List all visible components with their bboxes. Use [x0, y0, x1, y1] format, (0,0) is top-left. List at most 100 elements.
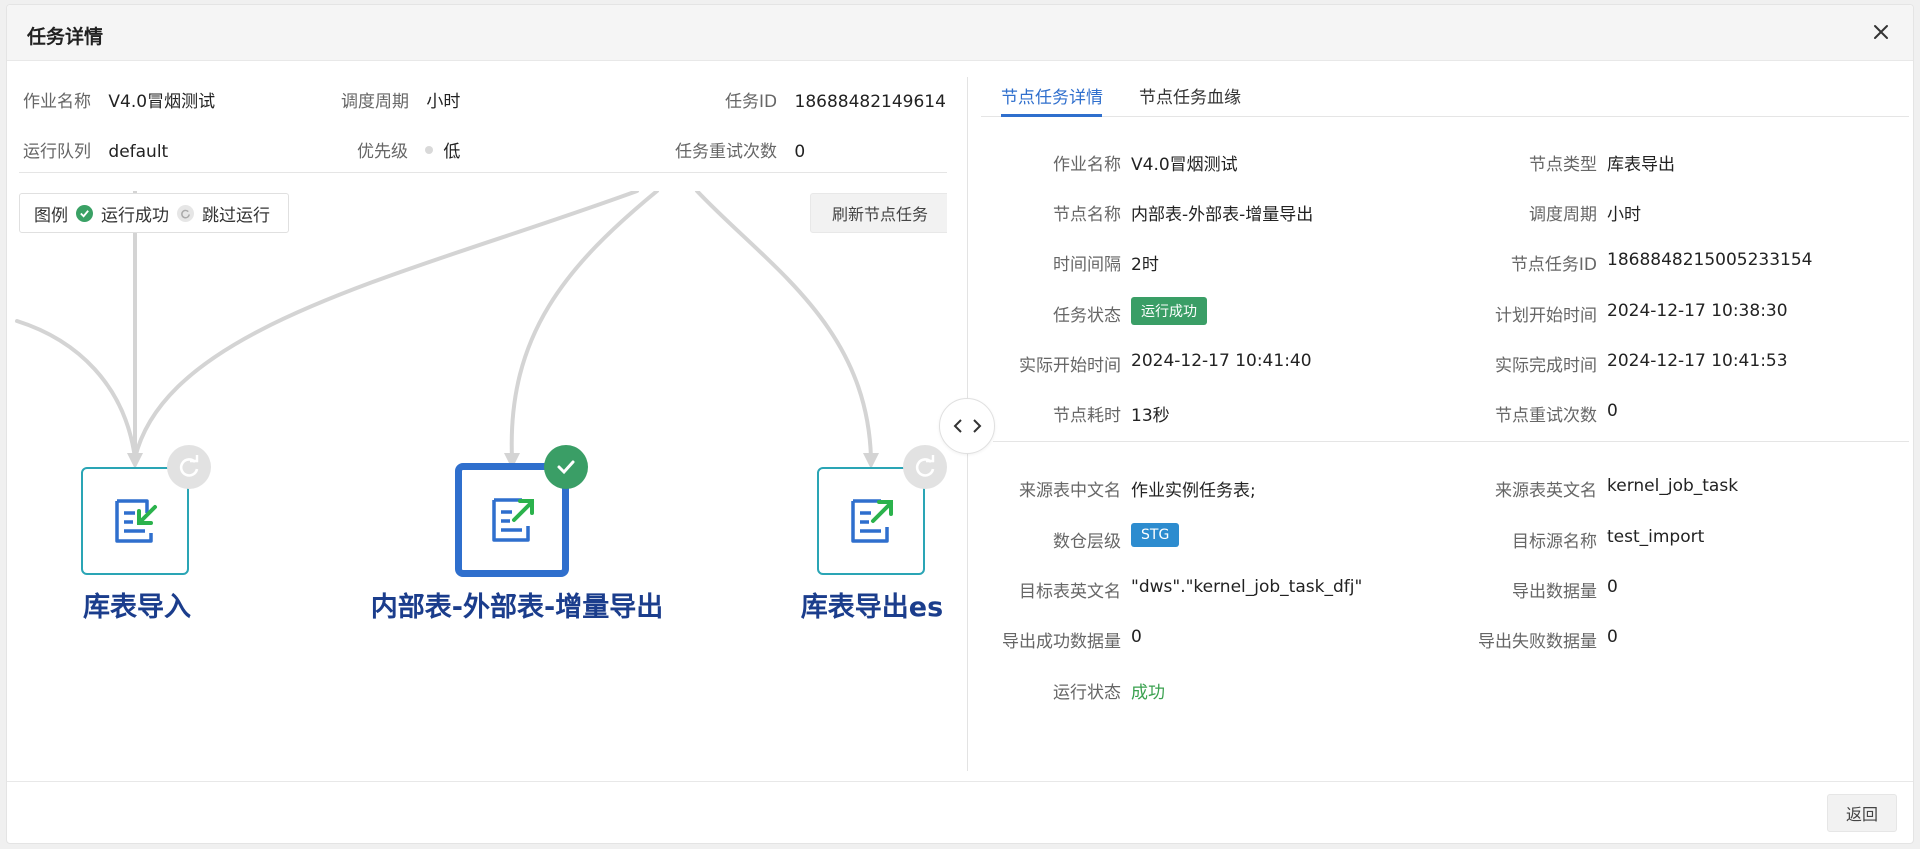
field-label: 实际开始时间	[1019, 356, 1121, 376]
field-label: 节点重试次数	[1495, 406, 1597, 426]
field-label: 导出成功数据量	[1002, 632, 1121, 652]
panel-toggle[interactable]	[939, 398, 995, 454]
priority-label: 优先级	[357, 142, 408, 162]
field-label: 计划开始时间	[1495, 306, 1597, 326]
priority-text: 低	[443, 142, 461, 162]
field-value: 2024-12-17 10:41:40	[1131, 351, 1312, 371]
legend-title: 图例	[34, 205, 68, 226]
field-value: 0	[1607, 577, 1618, 597]
graph-edge	[133, 189, 639, 460]
info-divider	[19, 172, 947, 173]
graph-node-label: 内部表-外部表-增量导出	[370, 592, 664, 623]
field-label: 导出数据量	[1512, 582, 1597, 602]
modal-title: 任务详情	[27, 26, 104, 48]
field-label: 目标表英文名	[1019, 582, 1121, 602]
field-value: test_import	[1607, 527, 1705, 547]
task-status-badge: 运行成功	[1131, 297, 1207, 325]
field-label: 调度周期	[1529, 205, 1597, 225]
legend: 图例 运行成功 跳过运行	[19, 193, 289, 233]
field-label: 数仓层级	[1053, 532, 1121, 552]
field-label: 节点任务ID	[1510, 255, 1597, 275]
priority-dot-icon	[425, 146, 434, 154]
queue-value: default	[108, 142, 169, 162]
graph-edges	[15, 189, 879, 469]
field-label: 实际完成时间	[1495, 356, 1597, 376]
field-label: 目标源名称	[1512, 532, 1597, 552]
field-value: 库表导出	[1607, 155, 1675, 175]
field-value: 1868848215005233154	[1607, 250, 1813, 270]
job-name-label: 作业名称	[23, 92, 91, 112]
edge-arrow-icon	[863, 453, 879, 469]
layer-badge: STG	[1131, 523, 1180, 547]
lineage-graph: 库表导入 内部表-外部表-增量导出 库表导出es	[7, 5, 947, 785]
queue-label: 运行队列	[23, 142, 91, 162]
tab-bar: 节点任务详情 节点任务血缘	[981, 61, 1909, 117]
field-value: V4.0冒烟测试	[1131, 155, 1238, 175]
tab-node-detail[interactable]: 节点任务详情	[1001, 88, 1103, 108]
skip-legend-icon	[177, 204, 194, 222]
field-label: 来源表中文名	[1019, 481, 1121, 501]
stg-tag: STG	[1131, 523, 1180, 547]
tab-node-lineage[interactable]: 节点任务血缘	[1139, 88, 1241, 108]
section-divider	[993, 441, 1909, 442]
priority-value: 低	[425, 142, 460, 162]
legend-skip-label: 跳过运行	[202, 205, 270, 226]
field-value: 0	[1131, 627, 1142, 647]
success-badge-icon	[544, 445, 588, 489]
field-label: 作业名称	[1053, 155, 1121, 175]
graph-edge	[15, 319, 137, 460]
graph-node-box-selected[interactable]	[455, 463, 569, 577]
job-info-panel: 作业名称 V4.0冒烟测试 调度周期 小时 任务ID 1868848214961…	[7, 61, 947, 191]
field-label: 节点名称	[1053, 205, 1121, 225]
field-label: 节点类型	[1529, 155, 1597, 175]
field-label: 导出失败数据量	[1478, 632, 1597, 652]
back-button[interactable]: 返回	[1827, 794, 1897, 832]
field-value: 0	[1607, 627, 1618, 647]
graph-edge	[695, 189, 873, 460]
graph-edge	[509, 189, 659, 460]
close-icon[interactable]	[1869, 20, 1893, 44]
task-id-value: 18688482149614...	[794, 92, 947, 112]
field-value: 2024-12-17 10:38:30	[1607, 301, 1788, 321]
modal-header: 任务详情	[7, 5, 1913, 61]
cycle-label: 调度周期	[341, 92, 409, 112]
retry-value: 0	[794, 142, 806, 162]
chevron-left-icon[interactable]	[952, 418, 964, 434]
run-status-value: 成功	[1131, 683, 1165, 703]
field-value: kernel_job_task	[1607, 476, 1739, 496]
legend-success-label: 运行成功	[101, 205, 169, 226]
field-label: 运行状态	[1053, 683, 1121, 703]
field-label: 来源表英文名	[1495, 481, 1597, 501]
task-detail-modal: 任务详情	[6, 4, 1914, 844]
retry-label: 任务重试次数	[675, 142, 777, 162]
field-value: "dws"."kernel_job_task_dfj"	[1131, 577, 1363, 597]
edge-arrow-icon	[127, 453, 143, 469]
cycle-value: 小时	[426, 92, 461, 112]
detail-panel: 节点任务详情 节点任务血缘 作业名称 V4.0冒烟测试 节点类型 库表导出 节点…	[981, 61, 1911, 781]
skip-badge-icon	[167, 445, 211, 489]
field-label: 任务状态	[1053, 306, 1121, 326]
field-value: 小时	[1607, 205, 1641, 225]
export-doc-icon	[492, 498, 534, 542]
active-tab-indicator	[1001, 114, 1102, 117]
status-tag: 运行成功	[1131, 297, 1207, 325]
field-value: 2024-12-17 10:41:53	[1607, 351, 1788, 371]
chevron-right-icon[interactable]	[971, 418, 983, 434]
skip-badge-icon	[903, 445, 947, 489]
field-label: 时间间隔	[1053, 255, 1121, 275]
field-value: 13秒	[1131, 406, 1170, 426]
graph-node-box[interactable]	[81, 467, 189, 575]
graph-node-box[interactable]	[817, 467, 925, 575]
field-value: 内部表-外部表-增量导出	[1131, 205, 1314, 225]
export-doc-icon	[851, 499, 893, 543]
import-doc-icon	[115, 499, 157, 543]
success-legend-icon	[76, 204, 93, 222]
field-value: 0	[1607, 401, 1618, 421]
modal-footer: 返回	[7, 781, 1913, 843]
job-name-value: V4.0冒烟测试	[108, 92, 216, 112]
field-value: 作业实例任务表;	[1131, 481, 1256, 501]
task-id-label: 任务ID	[725, 92, 778, 112]
refresh-nodes-button[interactable]: 刷新节点任务	[810, 193, 947, 233]
graph-node-label: 库表导入	[83, 592, 191, 623]
field-label: 节点耗时	[1053, 406, 1121, 426]
